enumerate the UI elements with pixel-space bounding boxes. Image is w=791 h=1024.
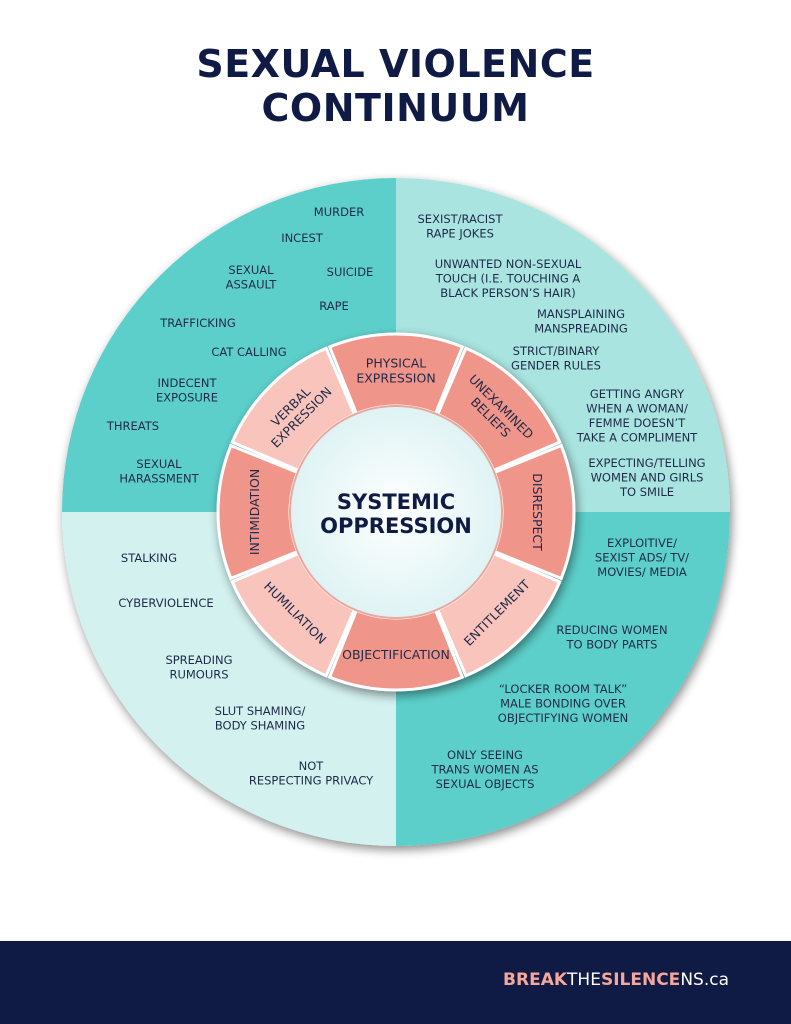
quadrant-item: STALKING [121, 551, 177, 565]
ring-label-word: EXPRESSION [356, 371, 435, 386]
quadrant-item: SLUT SHAMING/BODY SHAMING [215, 704, 306, 733]
quadrant-item: INCEST [281, 231, 324, 245]
quadrant-item: CYBERVIOLENCE [118, 596, 213, 610]
center-circle [289, 405, 503, 619]
footer-bar: BREAKTHESILENCENS.ca [0, 941, 791, 1024]
middle-ring [216, 332, 576, 692]
ring-label-word: PHYSICAL [366, 356, 426, 371]
ring-label-word: OBJECTIFICATION [342, 647, 450, 662]
brand-break: BREAK [503, 970, 568, 990]
quadrant-item: TRAFFICKING [159, 316, 236, 330]
ring-label: INTIMIDATION [247, 469, 262, 555]
quadrant-item: SUICIDE [327, 265, 374, 279]
quadrant-item: EXPLOITIVE/SEXIST ADS/ TV/MOVIES/ MEDIA [595, 536, 689, 579]
quadrant-item: MURDER [314, 205, 364, 219]
title-line-2: CONTINUUM [261, 86, 530, 130]
ring-label: DISRESPECT [530, 473, 545, 551]
brand-domain: NS.ca [680, 970, 729, 990]
brand-silence: SILENCE [600, 970, 681, 990]
quadrant-item: THREATS [106, 419, 159, 433]
brand-the: THE [567, 970, 601, 990]
page-title: SEXUAL VIOLENCE CONTINUUM [0, 42, 791, 130]
center-line-2: OPPRESSION [320, 514, 472, 538]
ring-label-word: DISRESPECT [530, 473, 545, 551]
ring-label: OBJECTIFICATION [342, 647, 450, 662]
title-line-1: SEXUAL VIOLENCE [196, 42, 595, 86]
quadrant-item: CAT CALLING [211, 345, 286, 359]
center-line-1: SYSTEMIC [337, 490, 455, 514]
ring-label-word: INTIMIDATION [247, 469, 262, 555]
footer-brand-link[interactable]: BREAKTHESILENCENS.ca [503, 970, 729, 990]
quadrant-item: RAPE [319, 299, 349, 313]
quadrant-bottom-right-items: EXPLOITIVE/SEXIST ADS/ TV/MOVIES/ MEDIA R… [430, 536, 689, 791]
